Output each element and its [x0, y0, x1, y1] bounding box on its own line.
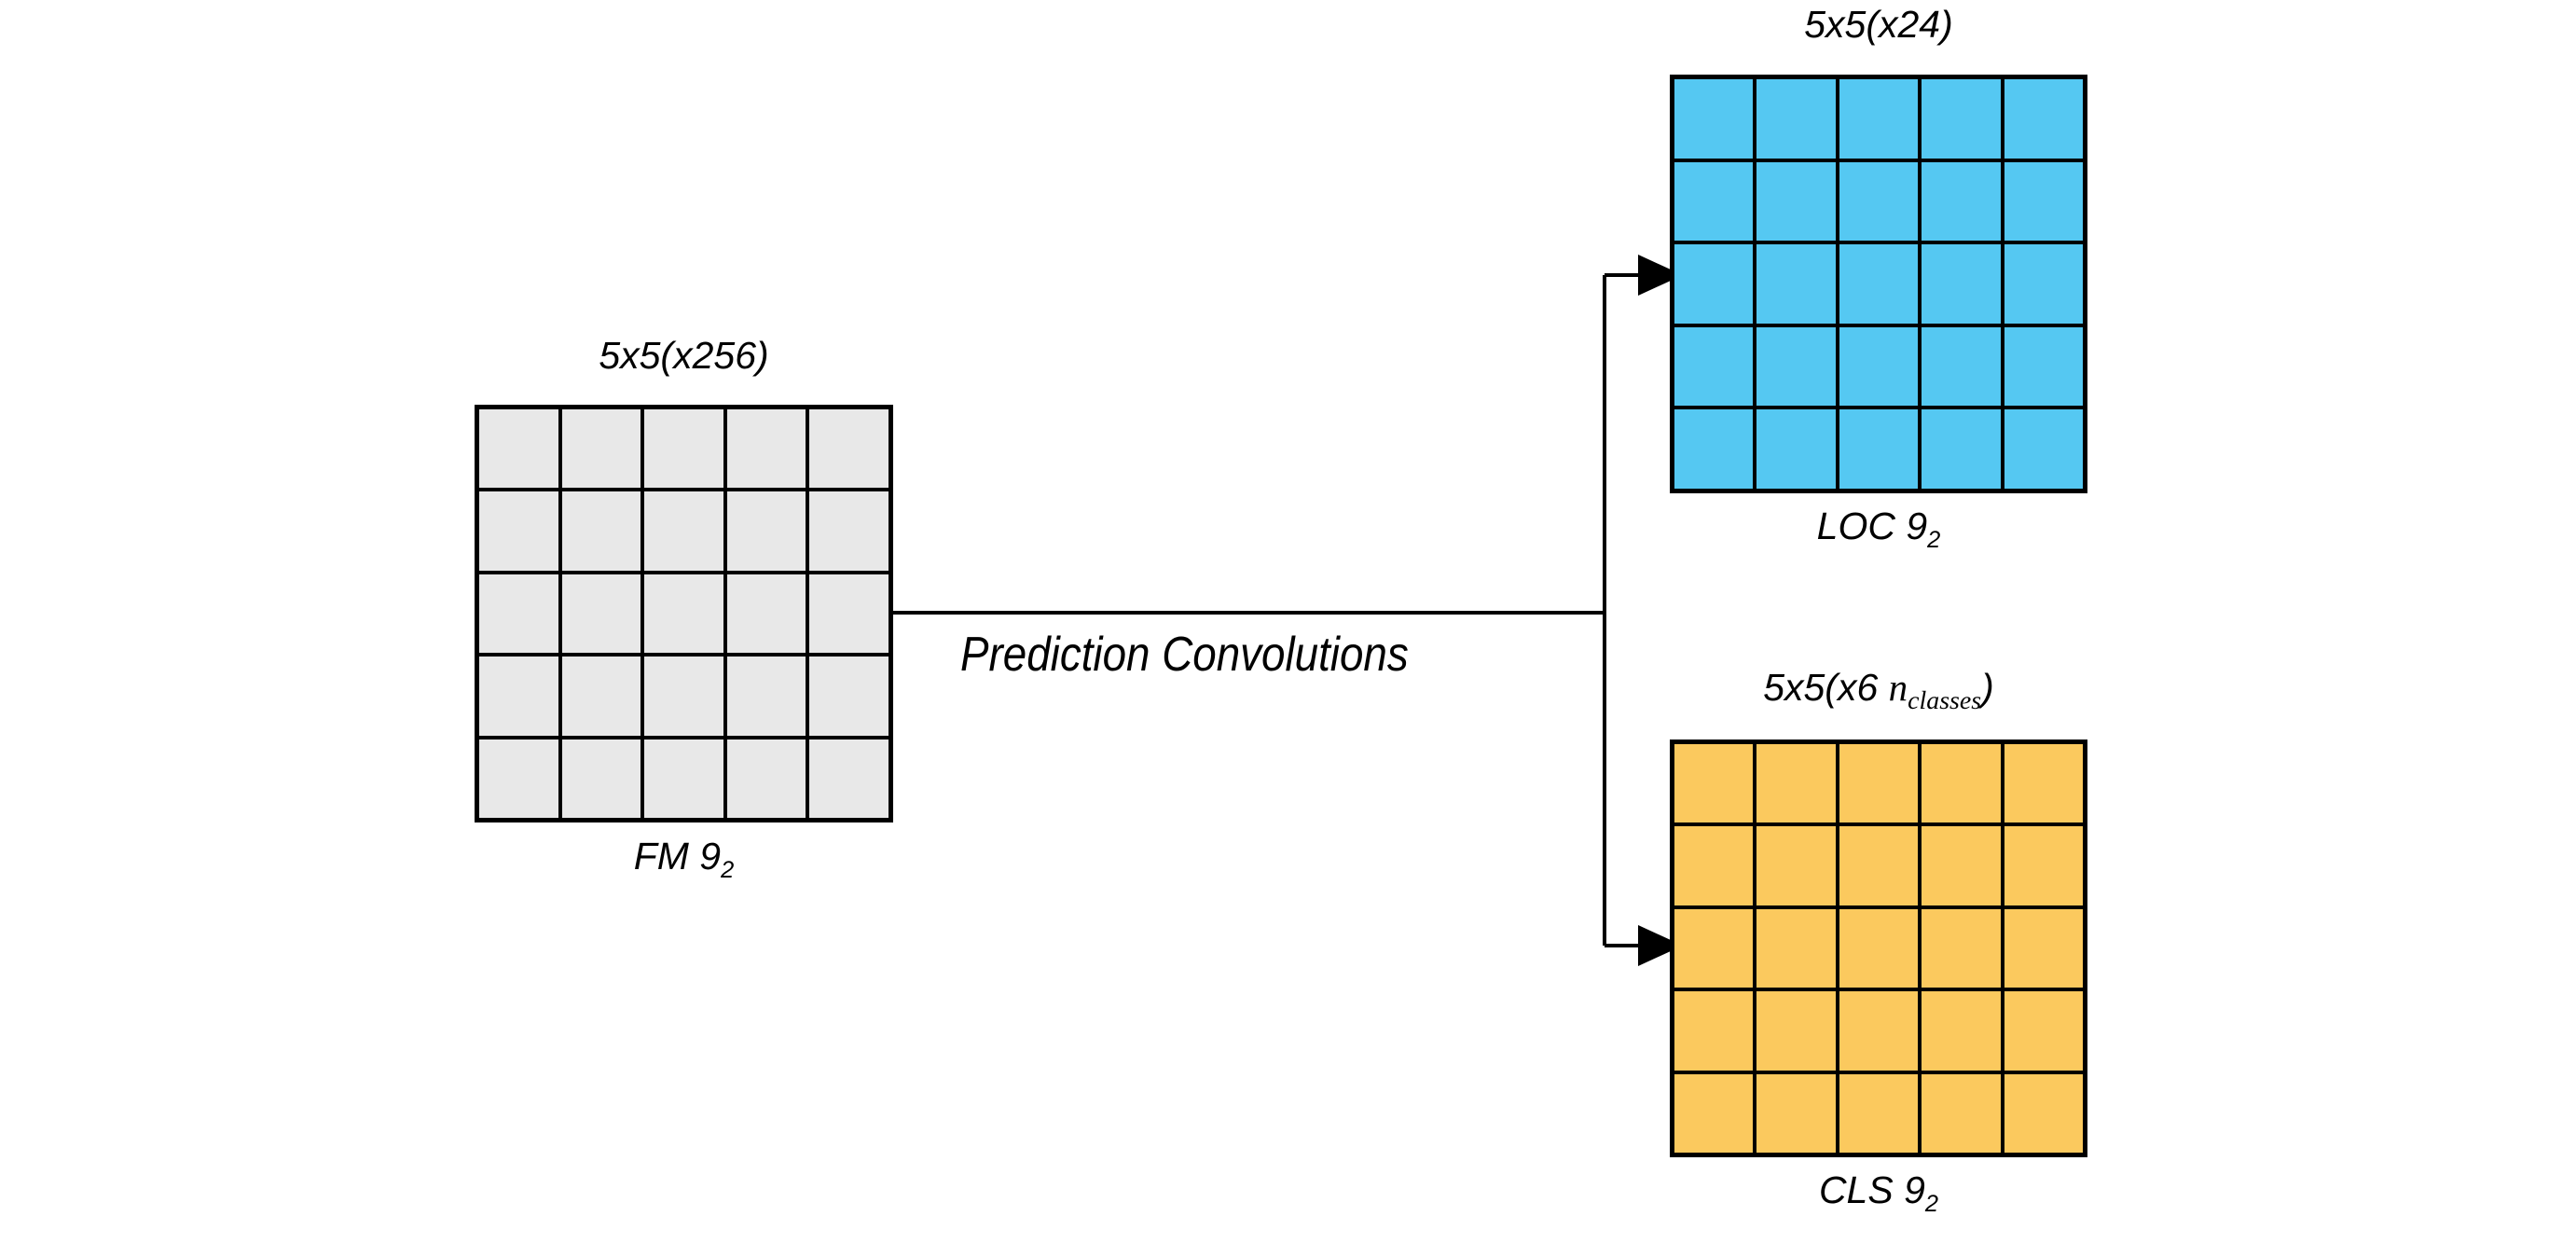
grid-cell: [1674, 908, 1754, 988]
grid-cell: [1839, 908, 1919, 988]
grid-cell: [1922, 908, 2001, 988]
grid-cell: [726, 739, 806, 818]
grid-cell: [809, 574, 889, 654]
grid-cell: [1674, 79, 1754, 159]
grid-cell: [1922, 744, 2001, 823]
grid-cell: [1674, 409, 1754, 489]
grid-cell: [1922, 161, 2001, 242]
grid-cell: [1674, 326, 1754, 407]
classification-top-label-suffix: ): [1981, 666, 1994, 709]
localization-top-label: 5x5(x24): [1804, 3, 1953, 46]
grid-cell: [1922, 326, 2001, 407]
grid-cell: [1674, 244, 1754, 324]
grid-cell: [1674, 744, 1754, 823]
grid-cell: [2004, 79, 2083, 159]
grid-cell: [809, 409, 889, 489]
grid-cell: [479, 739, 558, 818]
classification-top-label: 5x5(x6 nclasses): [1623, 665, 2134, 716]
grid-cell: [1756, 991, 1836, 1071]
grid-cell: [1839, 826, 1919, 905]
grid-cell: [1756, 1073, 1836, 1153]
grid-cell: [1674, 826, 1754, 905]
grid-cell: [644, 491, 723, 571]
grid-cell: [644, 657, 723, 736]
grid-cell: [809, 657, 889, 736]
grid-cell: [1839, 326, 1919, 407]
grid-cell: [726, 657, 806, 736]
grid-cell: [2004, 991, 2083, 1071]
grid-cell: [1839, 744, 1919, 823]
grid-cell: [2004, 826, 2083, 905]
grid-cell: [1839, 1073, 1919, 1153]
localization-grid: [1670, 75, 2087, 493]
feature-map-name-subscript: 2: [721, 857, 735, 884]
localization-name-label: LOC 92: [1670, 505, 2087, 554]
grid-cell: [1756, 161, 1836, 242]
grid-cell: [644, 739, 723, 818]
grid-cell: [479, 491, 558, 571]
n-symbol: n: [1888, 666, 1908, 709]
grid-cell: [1839, 244, 1919, 324]
classification-name-subscript: 2: [1924, 1191, 1939, 1218]
grid-cell: [1756, 908, 1836, 988]
grid-cell: [561, 409, 641, 489]
grid-cell: [2004, 244, 2083, 324]
grid-cell: [561, 739, 641, 818]
feature-map-grid: [475, 405, 893, 822]
grid-cell: [1674, 991, 1754, 1071]
grid-cell: [1756, 826, 1836, 905]
grid-cell: [479, 409, 558, 489]
grid-cell: [479, 574, 558, 654]
grid-cell: [2004, 161, 2083, 242]
grid-cell: [479, 657, 558, 736]
grid-cell: [1922, 79, 2001, 159]
grid-cell: [1839, 991, 1919, 1071]
grid-cell: [561, 657, 641, 736]
grid-cell: [726, 409, 806, 489]
grid-cell: [1839, 79, 1919, 159]
grid-cell: [2004, 908, 2083, 988]
grid-cell: [644, 574, 723, 654]
grid-cell: [2004, 409, 2083, 489]
feature-map-name-prefix: FM 9: [633, 835, 722, 878]
grid-cell: [1922, 409, 2001, 489]
classification-name-prefix: CLS 9: [1818, 1168, 1925, 1211]
grid-cell: [1674, 161, 1754, 242]
grid-cell: [1756, 326, 1836, 407]
grid-cell: [1756, 79, 1836, 159]
grid-cell: [2004, 744, 2083, 823]
grid-cell: [1839, 409, 1919, 489]
grid-cell: [726, 491, 806, 571]
grid-cell: [2004, 326, 2083, 407]
grid-cell: [1922, 244, 2001, 324]
grid-cell: [726, 574, 806, 654]
grid-cell: [1839, 161, 1919, 242]
grid-cell: [1756, 409, 1836, 489]
grid-cell: [1674, 1073, 1754, 1153]
grid-cell: [561, 574, 641, 654]
grid-cell: [809, 491, 889, 571]
feature-map-top-label: 5x5(x256): [599, 334, 769, 377]
prediction-convolutions-label: Prediction Convolutions: [960, 628, 1409, 682]
classes-subscript: classes: [1908, 686, 1982, 716]
grid-cell: [809, 739, 889, 818]
classification-name-label: CLS 92: [1670, 1168, 2087, 1218]
classification-grid: [1670, 739, 2087, 1157]
grid-cell: [2004, 1073, 2083, 1153]
localization-name-subscript: 2: [1927, 527, 1941, 554]
grid-cell: [1756, 244, 1836, 324]
grid-cell: [1922, 826, 2001, 905]
classification-top-label-prefix: 5x5(x6: [1763, 666, 1889, 709]
classification-top-label-math: nclasses: [1888, 666, 1981, 715]
grid-cell: [1756, 744, 1836, 823]
localization-name-prefix: LOC 9: [1816, 505, 1928, 547]
grid-cell: [561, 491, 641, 571]
grid-cell: [1922, 991, 2001, 1071]
grid-cell: [644, 409, 723, 489]
grid-cell: [1922, 1073, 2001, 1153]
feature-map-name-label: FM 92: [475, 835, 893, 884]
